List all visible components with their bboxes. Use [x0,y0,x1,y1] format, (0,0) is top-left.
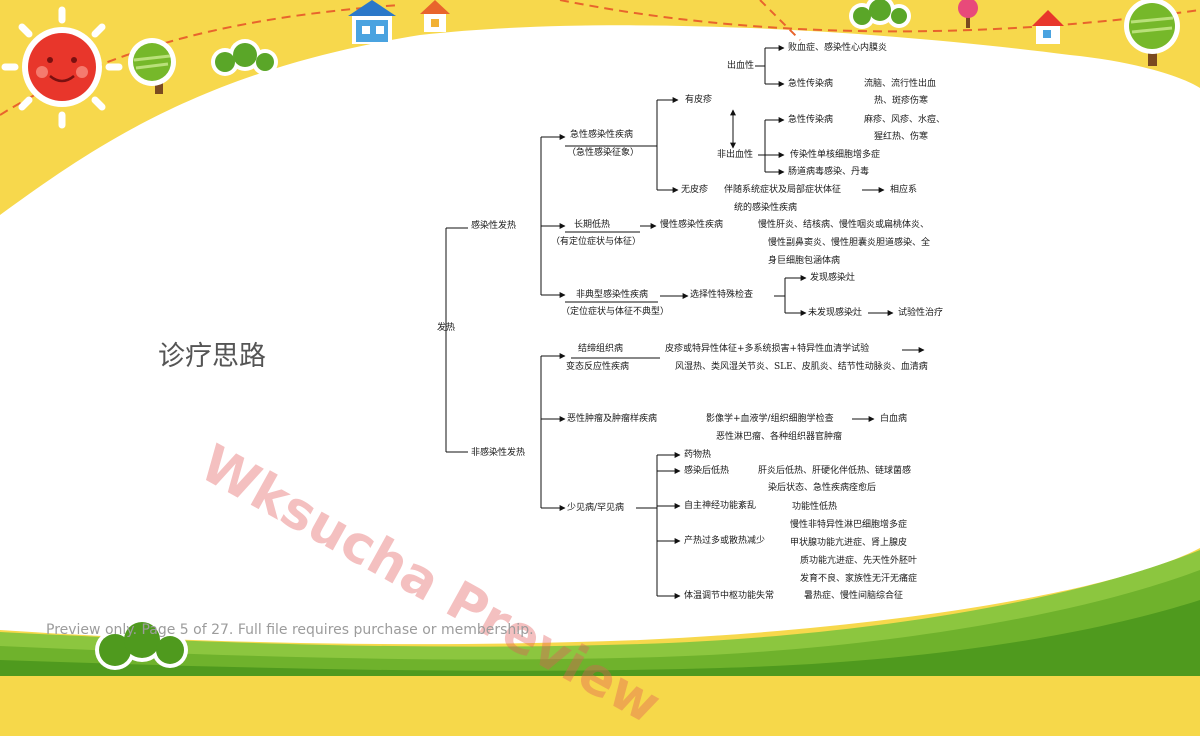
acute-sub: （急性感染征象） [567,148,640,158]
connective-detail-2: 风湿热、类风湿关节炎、SLE、皮肌炎、结节性动脉炎、血清病 [675,362,928,372]
mono-node: 传染性单核细胞增多症 [790,150,881,160]
diagram-connectors [445,45,925,599]
tumor-exam-node: 影像学+血液学/组织细胞学检查 [706,414,834,424]
rash-node: 有皮疹 [685,95,713,105]
atypical-node: 非典型感染性疾病 [576,290,649,300]
chronic-sub: （有定位症状与体征） [551,237,642,247]
chronic-node: 长期低热 [574,220,611,230]
heat-detail-4: 发育不良、家族性无汗无痛症 [800,574,918,584]
no-rash-detail-2: 统的感染性疾病 [734,203,798,213]
hemorrhagic-detail-1: 流脑、流行性出血 [864,79,937,89]
sun-icon [1,6,123,129]
post-infection-detail-1: 肝炎后低热、肝硬化伴低热、链球菌感 [758,466,912,476]
non-hemorrhagic-node: 非出血性 [717,150,754,160]
atypical-exam-node: 选择性特殊检查 [690,290,754,300]
preview-footer: Preview only. Page 5 of 27. Full file re… [46,622,534,638]
not-found-focus-node: 未发现感染灶 [808,308,863,318]
heat-node: 产热过多或散热减少 [684,536,766,546]
chronic-detail-1: 慢性肝炎、结核病、慢性咽炎或扁桃体炎、 [758,220,930,230]
tumor-node: 恶性肿瘤及肿瘤样疾病 [567,414,658,424]
non-hemorrhagic-acute-node: 急性传染病 [788,115,834,125]
trial-treatment-node: 试验性治疗 [898,308,944,318]
thermoregulation-detail: 暑热症、慢性间脑综合征 [804,591,904,601]
autonomic-node: 自主神经功能紊乱 [684,501,757,511]
slide-title: 诊疗思路 [158,341,266,372]
connective-node: 结缔组织病 [578,344,624,354]
chronic-detail-2: 慢性副鼻窦炎、慢性胆囊炎胆道感染、全 [768,238,931,248]
tree-icon [128,38,176,94]
bush-icon [853,0,907,25]
found-focus-node: 发现感染灶 [810,273,856,283]
bush-icon [95,618,188,670]
sepsis-node: 败血症、感染性心内膜炎 [788,43,888,53]
hemorrhagic-acute-node: 急性传染病 [788,79,834,89]
noninfectious-node: 非感染性发热 [471,448,526,458]
connective-detail-1: 皮疹或特异性体征+多系统损害+特异性血清学试验 [665,344,870,354]
atypical-sub: （定位症状与体征不典型） [561,307,670,317]
non-hemorrhagic-detail-2: 猩红热、伤寒 [874,132,929,142]
no-rash-node: 无皮疹 [681,185,709,195]
heat-detail-3: 质功能亢进症、先天性外胚叶 [800,556,918,566]
bush-icon [215,43,274,72]
acute-node: 急性感染性疾病 [570,130,634,140]
non-hemorrhagic-detail-1: 麻疹、风疹、水痘、 [864,115,946,125]
root-node: 发热 [437,323,456,333]
no-rash-detail-1: 伴随系统症状及局部症状体征 [724,185,842,195]
enteric-node: 肠道病毒感染、丹毒 [788,167,870,177]
thermoregulation-node: 体温调节中枢功能失常 [684,591,775,601]
house-icon [348,0,396,44]
chronic-detail-3: 身巨细胞包涵体病 [768,256,841,266]
infectious-node: 感染性发热 [471,221,517,231]
heat-detail-1: 慢性非特异性淋巴细胞增多症 [790,520,908,530]
lollipop-tree-icon [958,0,978,28]
connective-sub: 变态反应性疾病 [566,362,630,372]
leukemia-node: 白血病 [880,414,908,424]
house-icon [1032,10,1064,44]
tree-icon [1124,0,1180,66]
post-infection-detail-2: 染后状态、急性疾病痊愈后 [768,483,877,493]
autonomic-detail: 功能性低热 [792,502,838,512]
rare-node: 少见病/罕见病 [567,503,625,513]
post-infection-node: 感染后低热 [684,466,730,476]
tumor-detail: 恶性淋巴瘤、各种组织器官肿瘤 [716,432,843,442]
chronic-disease-node: 慢性感染性疾病 [660,220,724,230]
background-decoration [0,0,1200,676]
hemorrhagic-node: 出血性 [727,61,755,71]
drug-fever-node: 药物热 [684,450,712,460]
no-rash-result: 相应系 [890,185,918,195]
house-icon [420,0,450,32]
hemorrhagic-detail-2: 热、斑疹伤寒 [874,96,929,106]
heat-detail-2: 甲状腺功能亢进症、肾上腺皮 [790,538,908,548]
